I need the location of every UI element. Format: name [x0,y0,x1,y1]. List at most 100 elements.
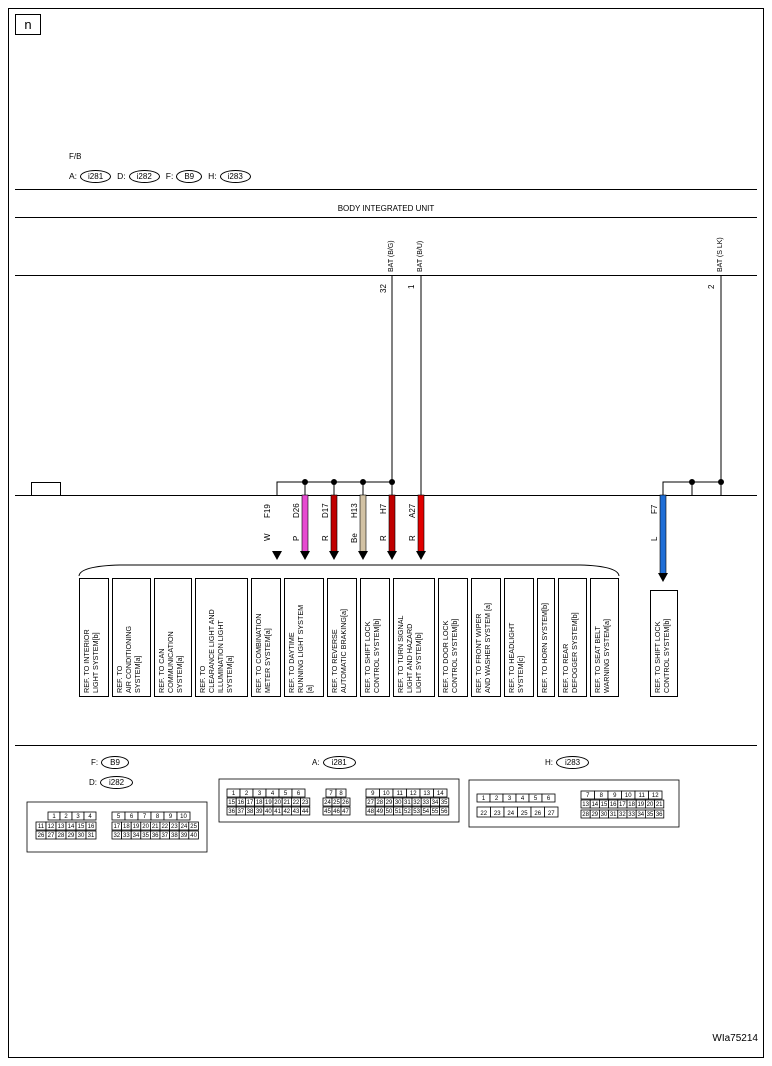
connector-view-label: F: B9 [91,756,129,769]
pin-number: 1 [482,796,486,802]
reference-box: REF. TO REVERSE AUTOMATIC BRAKING[a] [327,578,357,697]
junction-dot [302,479,308,485]
pin-number: 39 [181,833,188,839]
pin-number: 2 [245,791,249,797]
wire-color-code: R [408,535,417,541]
connector-pin [300,797,311,807]
connector-code: i281 [80,169,112,183]
pin-number: 29 [68,833,75,839]
pin-number: 3 [76,814,80,820]
connector-ref: F: B9 [165,169,203,183]
connector-pin [188,821,199,831]
pin-number: 1 [52,814,56,820]
pin-number: 38 [247,809,254,815]
pin-number: 28 [582,812,589,818]
pin-number: 25 [333,800,340,806]
pin-number: 2 [495,796,499,802]
connector-pin [340,806,351,816]
wire-d26 [301,494,309,553]
pin-number: 40 [265,809,272,815]
pin-number: 5 [117,814,121,820]
pin-number: 19 [133,824,140,830]
terminal-label: F7 [650,504,659,514]
connector-view-label: H: i283 [545,756,590,769]
connector-view-label: D: i282 [89,776,134,789]
pin-number: 21 [656,802,663,808]
pin-number: 15 [228,800,235,806]
terminal-label: A27 [408,503,417,518]
connector-pin [340,797,351,807]
bat-label: BAT (B/U) [417,240,424,272]
reference-box: REF. TO SEAT BELT WARNING SYSTEM[a] [590,578,619,697]
reference-box: REF. TO INTERIOR LIGHT SYSTEM[b] [79,578,109,697]
wire-a27 [417,494,425,553]
reference-box: REF. TO CLEARANCE LIGHT AND ILLUMINATION… [195,578,248,697]
pin-number: 20 [647,802,654,808]
arrow-down-icon [387,551,397,560]
pin-number: 24 [181,824,188,830]
wire-h13 [359,494,367,553]
pin-number: 13 [58,824,65,830]
connector-ref: A: i281 [69,169,112,183]
pin-number: 16 [237,800,244,806]
reference-box: REF. TO FRONT WIPER AND WASHER SYSTEM [a… [471,578,501,697]
unit-small-box [31,482,61,496]
pin-number: 17 [113,824,120,830]
pin-number: 32 [113,833,120,839]
connector-pin [300,806,311,816]
section-divider [15,745,757,746]
pin-number: 4 [271,791,275,797]
reference-bracket [78,564,620,577]
connector-pin [544,806,559,818]
pin-number: 17 [247,800,254,806]
arrow-down-icon [658,573,668,582]
pin-number: 25 [521,811,528,817]
wire-color-code: P [292,535,301,541]
pin-number: 48 [367,809,374,815]
connector-code: B9 [176,169,203,183]
reference-box: REF. TO DOOR LOCK CONTROL SYSTEM[b] [438,578,468,697]
connector-pin [335,788,347,798]
pin-number: 18 [256,800,263,806]
pin-number: 1 [407,284,416,289]
wire-color-code: L [650,536,659,541]
pin-number: 11 [38,824,45,830]
connector-letter: F: [165,171,174,181]
arrow-down-icon [300,551,310,560]
pin-number: 35 [647,812,654,818]
connector-code: i282 [128,169,160,183]
pin-number: 31 [610,812,617,818]
pin-number: 22 [480,811,487,817]
reference-box: REF. TO COMBINATION METER SYSTEM[a] [251,578,281,697]
pin-number: 13 [423,791,430,797]
connector-pin [291,788,306,798]
junction-dot [331,479,337,485]
wire-color-code: R [321,535,330,541]
junction-dot [360,479,366,485]
pin-number: 27 [548,811,555,817]
connector-pin [439,806,450,816]
reference-box: REF. TO AIR CONDITIONING SYSTEM[a] [112,578,151,697]
pin-number: 36 [152,833,159,839]
pin-number: 7 [586,793,590,799]
pin-number: 6 [297,791,301,797]
wire-color-code: R [379,535,388,541]
pin-number: 14 [437,791,444,797]
wire-h7 [388,494,396,553]
pin-number: 4 [88,814,92,820]
pin-number: 10 [625,793,632,799]
pin-number: 39 [256,809,263,815]
junction-dot [718,479,724,485]
pin-number: 9 [613,793,617,799]
pin-number: 25 [190,824,197,830]
wire-color-code: W [263,533,272,541]
pin-number: 40 [190,833,197,839]
pin-number: 21 [152,824,159,830]
pin-number: 4 [521,796,525,802]
pin-number: 55 [432,809,439,815]
reference-box: REF. TO SHIFT LOCK CONTROL SYSTEM[b] [360,578,390,697]
connector-view-label: A: i281 [312,756,356,769]
pin-number: 54 [422,809,429,815]
